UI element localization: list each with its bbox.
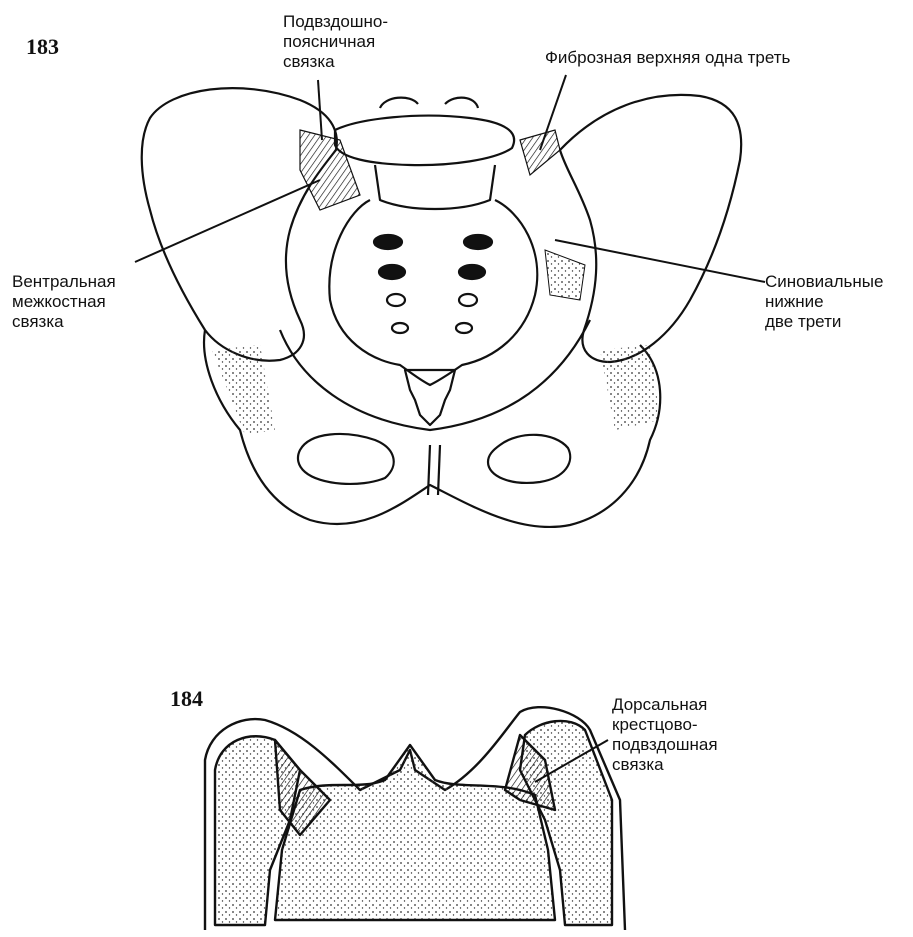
l5-vertebra [335,116,514,165]
label-fibrous-upper-third: Фиброзная верхняя одна треть [545,48,790,68]
dorsal-ligament-right [505,735,555,810]
left-ilium [142,88,337,361]
label-ventral-interosseous-ligament: Вентральная межкостная связка [12,272,116,332]
fibrous-upper-third-drawing [520,130,560,175]
label-synovial-lower-two-thirds: Синовиальные нижние две трети [765,272,883,332]
dorsal-ligament-left [275,740,330,835]
figure-number-183: 183 [26,34,59,60]
iliolumbar-ligament-drawing [300,130,360,210]
figure-number-184: 184 [170,686,203,712]
sacrum [329,200,537,385]
left-obturator-foramen [298,434,394,484]
coccyx [405,370,455,425]
right-ilium-section [520,721,612,925]
right-ilium [560,95,741,362]
sacrum-section [275,745,555,920]
left-ilium-section [215,736,300,925]
label-iliolumbar-ligament: Подвздошно- поясничная связка [283,12,388,72]
right-obturator-foramen [488,435,570,483]
synovial-region-drawing [545,250,585,300]
label-dorsal-sacroiliac-ligament: Дорсальная крестцово- подвздошная связка [612,695,718,775]
